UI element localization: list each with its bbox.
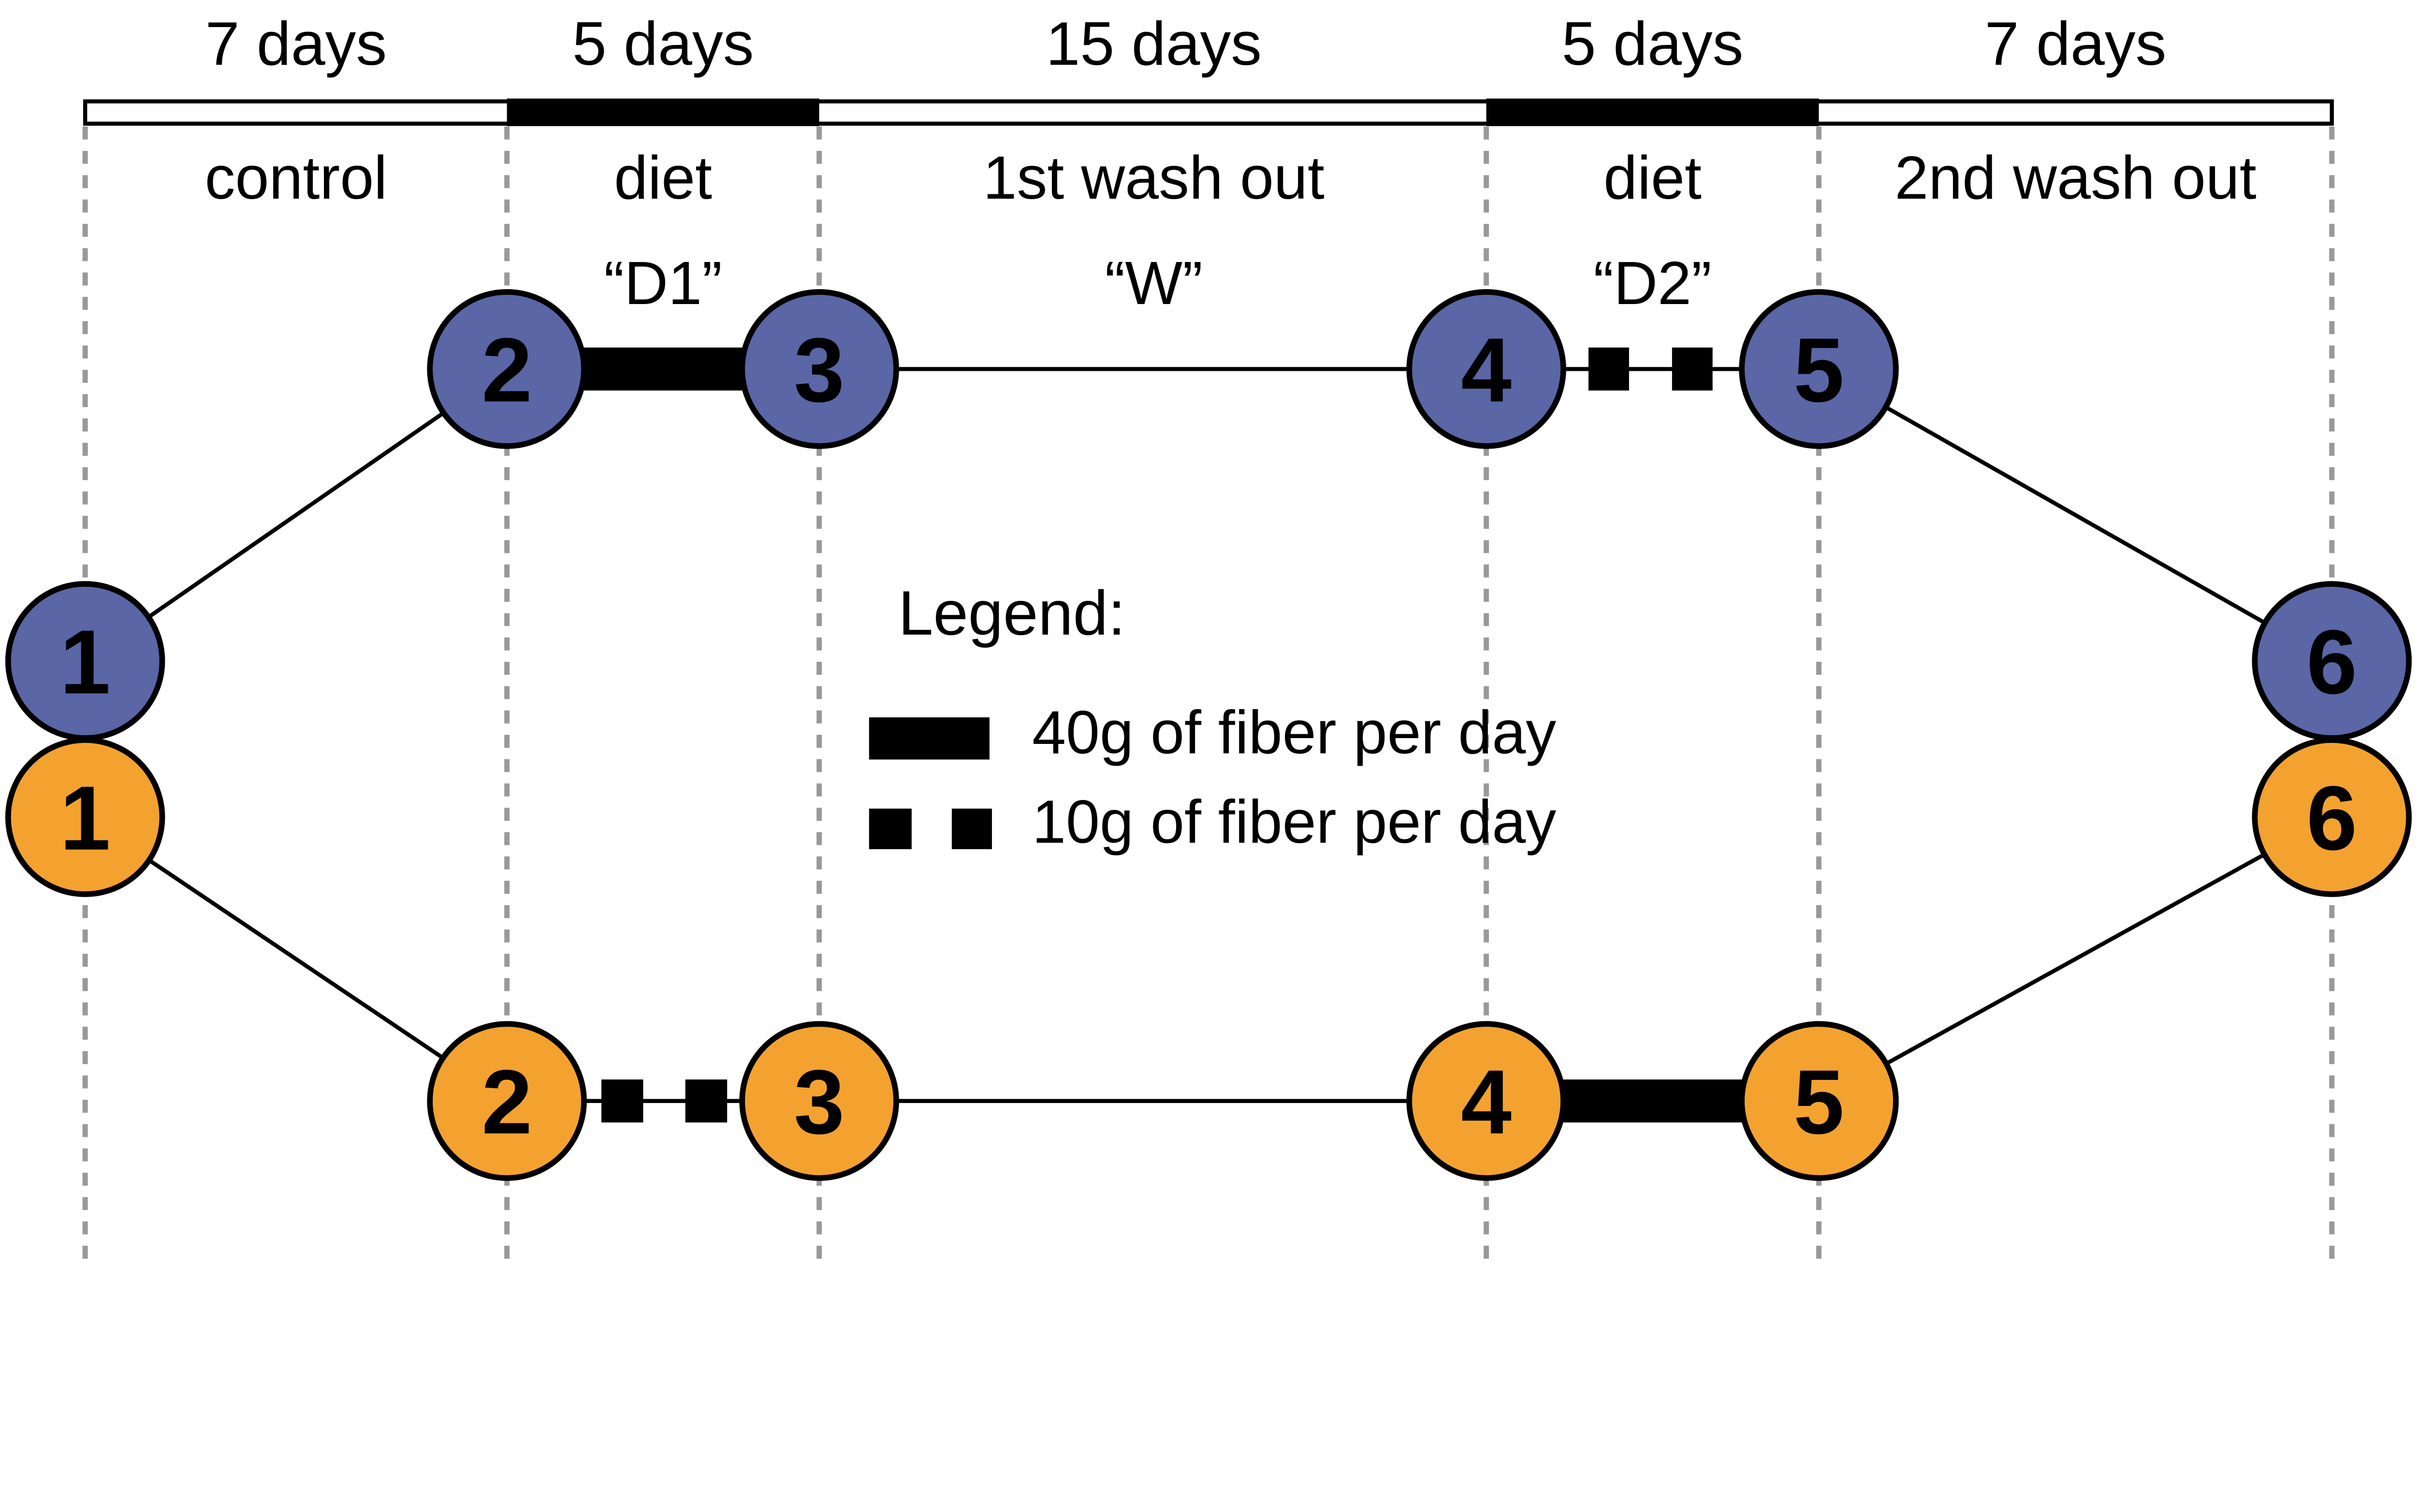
blue-node-4-number: 4 <box>1461 319 1512 421</box>
orange-node-6-circle <box>2252 737 2412 897</box>
blue-node-6-number: 6 <box>2306 611 2357 713</box>
blue-40g-bar <box>584 347 743 391</box>
orange-10g-marker <box>584 1079 743 1123</box>
blue-arm-nodes: 1 2 3 4 5 6 <box>5 289 2412 741</box>
diet-segment-2 <box>1486 98 1819 126</box>
orange-node-5-circle <box>1739 1021 1899 1181</box>
study-design-figure: 7 days 5 days 15 days 5 days 7 days cont… <box>5 10 2412 1265</box>
orange-node-4-circle <box>1406 1021 1566 1181</box>
orange-node-3-circle <box>739 1021 899 1181</box>
orange-10g-square-1 <box>601 1079 643 1123</box>
code-label-d2: “D2” <box>1593 249 1712 317</box>
blue-node-2: 2 <box>427 289 587 449</box>
orange-node-3: 3 <box>739 1021 899 1181</box>
code-label-d1: “D1” <box>604 249 722 317</box>
blue-node-3: 3 <box>739 289 899 449</box>
orange-node-2: 2 <box>427 1021 587 1181</box>
blue-10g-marker <box>1563 347 1742 391</box>
phase-label-2: diet <box>614 144 712 212</box>
blue-node-5: 5 <box>1739 289 1899 449</box>
blue-node-5-circle <box>1739 289 1899 449</box>
diet-segment-1 <box>507 98 819 126</box>
legend-10g-square-1 <box>869 808 912 849</box>
blue-node-4: 4 <box>1406 289 1566 449</box>
orange-node-4-number: 4 <box>1461 1051 1512 1153</box>
blue-node-1-number: 1 <box>60 611 111 713</box>
orange-line-5-6 <box>1818 815 2333 1103</box>
blue-node-3-number: 3 <box>794 319 844 421</box>
phase-boundaries <box>82 126 2335 1265</box>
orange-node-1-circle <box>5 737 165 897</box>
duration-label-3: 15 days <box>1046 10 1262 78</box>
orange-40g-bar <box>1563 1079 1742 1123</box>
orange-node-2-circle <box>427 1021 587 1181</box>
legend-title: Legend: <box>898 578 1125 648</box>
phase-label-4: diet <box>1603 144 1702 212</box>
orange-line-1-2 <box>84 815 509 1103</box>
orange-node-2-number: 2 <box>481 1051 532 1153</box>
orange-node-1-number: 1 <box>60 767 111 869</box>
blue-10g-square-1 <box>1588 347 1629 391</box>
legend-10g-label: 10g of fiber per day <box>1032 787 1556 856</box>
orange-node-5: 5 <box>1739 1021 1899 1181</box>
orange-node-6-number: 6 <box>2306 767 2357 869</box>
legend-10g-square-2 <box>951 808 992 849</box>
code-label-w: “W” <box>1105 249 1203 317</box>
orange-node-1: 1 <box>5 737 165 897</box>
orange-node-3-number: 3 <box>794 1051 844 1153</box>
blue-node-1: 1 <box>5 581 165 741</box>
legend-40g-swatch <box>869 717 990 760</box>
phase-label-3: 1st wash out <box>983 144 1325 212</box>
duration-label-4: 5 days <box>1562 10 1744 78</box>
blue-node-2-circle <box>427 289 587 449</box>
duration-label-2: 5 days <box>572 10 754 78</box>
duration-label-5: 7 days <box>1985 10 2167 78</box>
phase-label-1: control <box>205 144 388 212</box>
blue-node-4-circle <box>1406 289 1566 449</box>
blue-node-3-circle <box>739 289 899 449</box>
blue-node-5-number: 5 <box>1793 319 1844 421</box>
arm-connections <box>84 367 2333 1103</box>
blue-line-1-2 <box>84 367 509 663</box>
orange-node-6: 6 <box>2252 737 2412 897</box>
legend-10g-swatch <box>869 808 992 849</box>
blue-node-2-number: 2 <box>481 319 532 421</box>
blue-10g-square-2 <box>1672 347 1713 391</box>
diet-markers <box>584 347 1742 1123</box>
duration-label-1: 7 days <box>205 10 387 78</box>
blue-line-5-6 <box>1818 367 2333 663</box>
legend: Legend: 40g of fiber per day 10g of fibe… <box>869 578 1556 856</box>
timeline: 7 days 5 days 15 days 5 days 7 days cont… <box>83 10 2334 317</box>
orange-node-4: 4 <box>1406 1021 1566 1181</box>
orange-10g-square-2 <box>685 1079 728 1123</box>
timeline-bar <box>83 99 2334 126</box>
legend-40g-label: 40g of fiber per day <box>1032 698 1556 767</box>
orange-node-5-number: 5 <box>1793 1051 1844 1153</box>
orange-arm-nodes: 1 2 3 4 5 6 <box>5 737 2412 1181</box>
phase-label-5: 2nd wash out <box>1894 144 2257 212</box>
blue-node-6: 6 <box>2252 581 2412 741</box>
